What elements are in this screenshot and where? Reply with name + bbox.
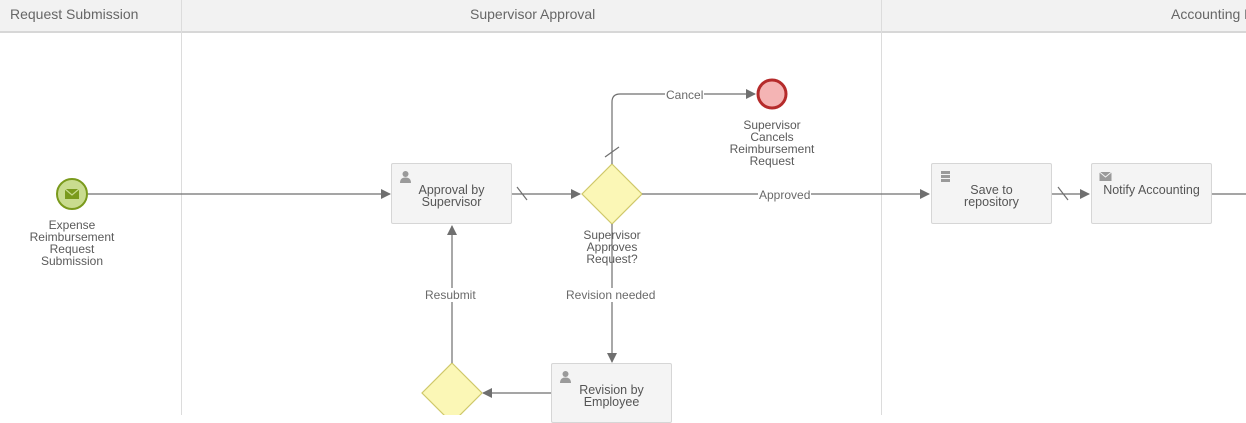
end-event-cancel[interactable] bbox=[756, 78, 788, 110]
start-event-label: Expense Reimbursement Request Submission bbox=[29, 218, 115, 268]
lane-title-accounting: Accounting N bbox=[1171, 6, 1246, 22]
lane-divider-2 bbox=[881, 0, 882, 415]
flow-label-cancel: Cancel bbox=[665, 88, 705, 102]
envelope-icon bbox=[1099, 171, 1112, 181]
lane-title-supervisor-approval: Supervisor Approval bbox=[470, 6, 596, 22]
gateway-supervisor-approves[interactable] bbox=[581, 163, 643, 225]
task-notify-accounting[interactable]: Notify Accounting bbox=[1091, 163, 1212, 224]
end-event-cancel-label: Supervisor Cancels Reimbursement Request bbox=[729, 118, 815, 168]
task-approval-by-supervisor[interactable]: Approval by Supervisor bbox=[391, 163, 512, 224]
task-label: Revision by Employee bbox=[579, 383, 644, 409]
database-icon bbox=[941, 171, 950, 182]
start-event[interactable] bbox=[56, 178, 88, 210]
envelope-icon bbox=[65, 189, 79, 199]
flow-cancel[interactable] bbox=[611, 89, 756, 164]
user-icon bbox=[560, 371, 571, 383]
task-label: Approval by Supervisor bbox=[418, 183, 485, 209]
lane-title-request-submission: Request Submission bbox=[10, 6, 139, 22]
task-label: Notify Accounting bbox=[1103, 183, 1200, 197]
task-label: Save to repository bbox=[964, 183, 1019, 209]
gateway-supervisor-approves-label: Supervisor Approves Request? bbox=[583, 228, 641, 266]
user-icon bbox=[400, 171, 411, 183]
lane-header-bar: Request Submission Supervisor Approval A… bbox=[0, 0, 1246, 33]
task-revision-by-employee[interactable]: Revision by Employee bbox=[551, 363, 672, 423]
flow-label-approved: Approved bbox=[758, 188, 812, 202]
lane-divider-1 bbox=[181, 0, 182, 415]
task-save-to-repository[interactable]: Save to repository bbox=[931, 163, 1052, 224]
gateway-resubmit[interactable] bbox=[421, 362, 483, 415]
flow-label-revision-needed: Revision needed bbox=[565, 288, 657, 302]
default-flow-marker-save bbox=[1057, 186, 1069, 201]
flow-label-resubmit: Resubmit bbox=[424, 288, 477, 302]
default-flow-marker bbox=[516, 186, 528, 201]
default-flow-marker-cancel bbox=[604, 146, 620, 158]
